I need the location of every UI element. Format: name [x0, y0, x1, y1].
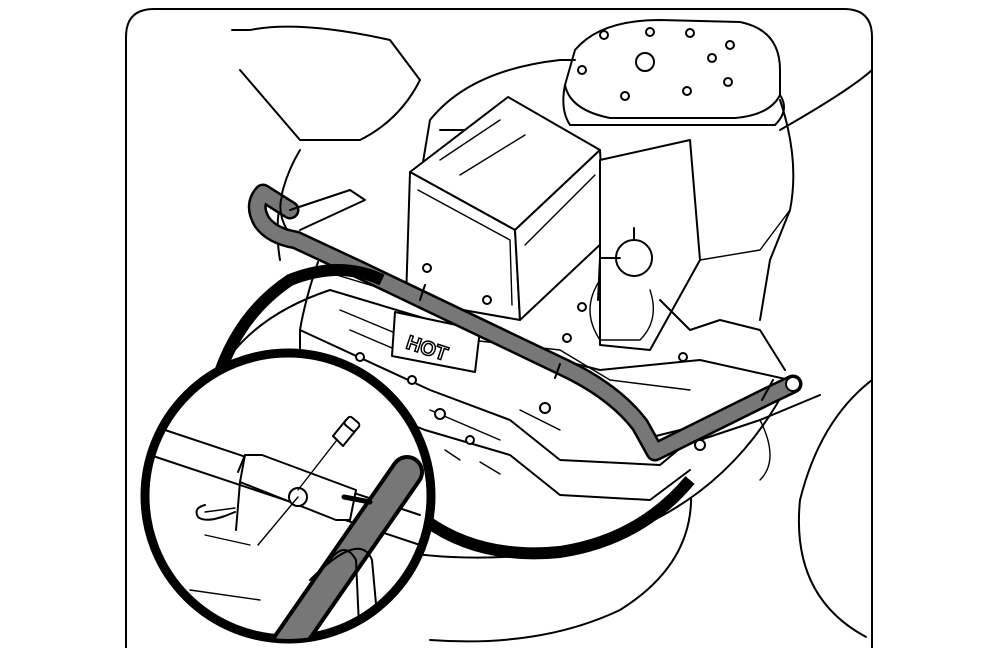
deck-edge-right [779, 69, 872, 131]
mower-deck-lower [429, 479, 693, 643]
alignment-line-bolt [297, 435, 341, 491]
engine-top-plate [562, 19, 785, 126]
background-panel [231, 25, 421, 141]
callout-shadow-right [421, 476, 695, 560]
bolt [332, 415, 361, 447]
hairpin-cotter [195, 504, 236, 521]
front-bumper-bar [247, 183, 803, 462]
engine-side-components [589, 139, 791, 371]
bracket-left [289, 189, 366, 231]
detail-callout [140, 264, 695, 644]
detail-view [149, 415, 424, 639]
rear-wheel-right [798, 379, 872, 641]
air-cleaner-box [405, 96, 606, 321]
frame-border [125, 8, 873, 648]
alignment-line-pin [204, 496, 299, 546]
plate-bolt-holes [577, 27, 735, 101]
callout-shadow [206, 264, 385, 402]
